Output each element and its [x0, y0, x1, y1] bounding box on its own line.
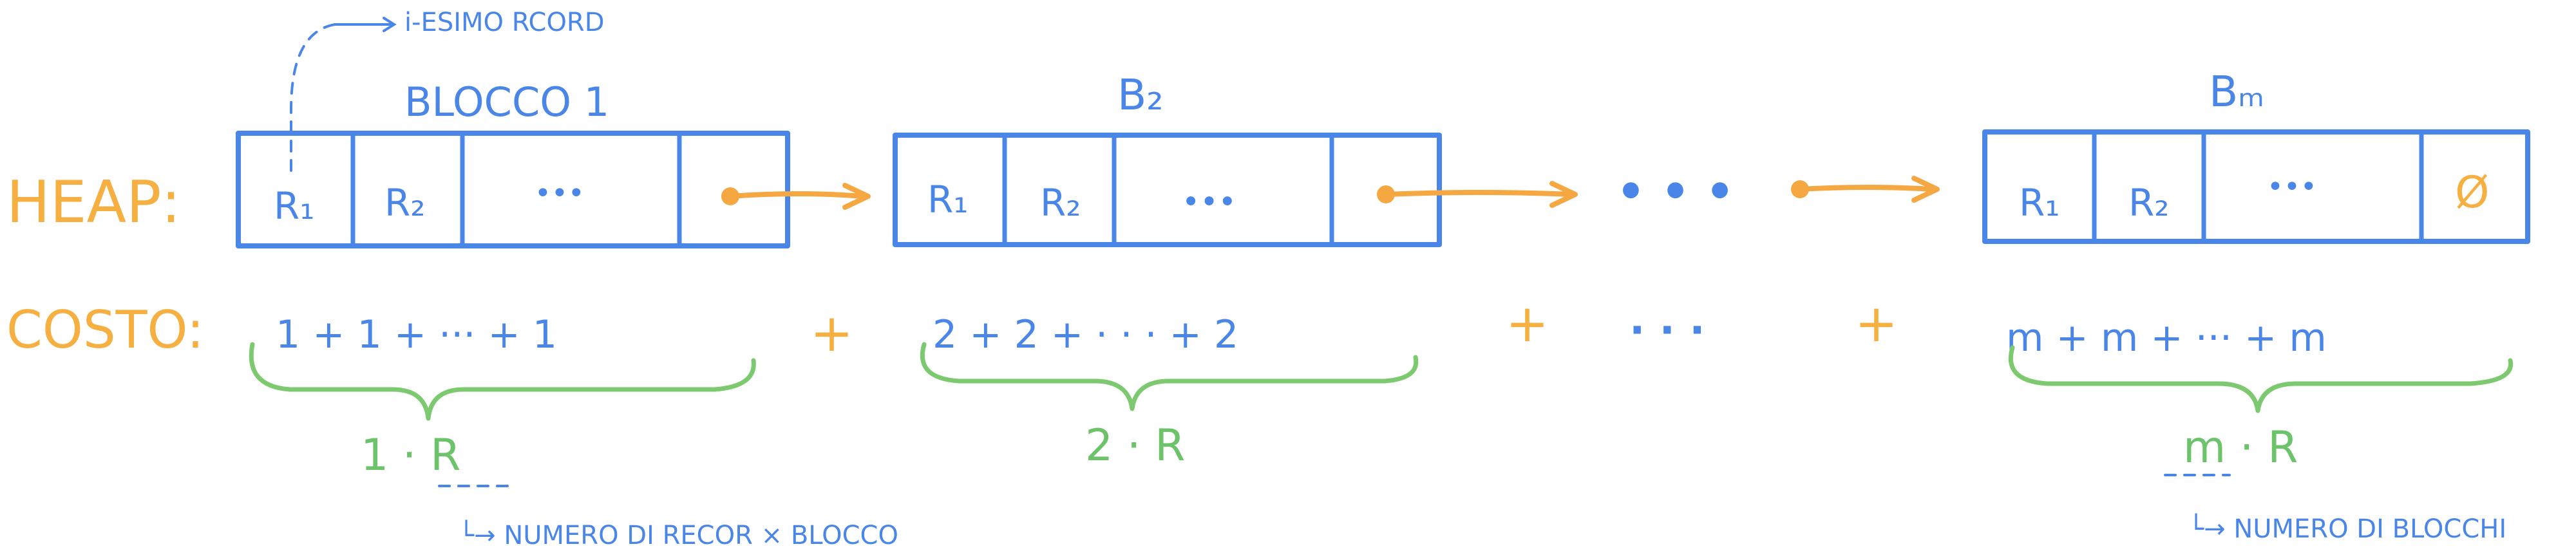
- record-pointer-arrow: [334, 17, 397, 32]
- block-2-cell-r1: R₁: [927, 178, 969, 221]
- block-1-title: BLOCCO 1: [404, 79, 609, 126]
- block-1-cell-r2: R₂: [384, 181, 426, 225]
- cost-group-2: 2 + 2 + · · · + 2: [933, 312, 1238, 357]
- note-number-of-blocks: └→ NUMERO DI BLOCCHI: [2188, 513, 2506, 544]
- blocks-ellipsis: • • •: [1616, 165, 1734, 218]
- block-m-title: Bₘ: [2209, 67, 2264, 117]
- block-m-cell-r2: R₂: [2128, 181, 2170, 225]
- brace-m: [2008, 345, 2514, 413]
- costo-label: COSTO:: [6, 300, 204, 360]
- block-1-frame: [236, 131, 790, 248]
- block-2-cell-r2: R₂: [1040, 181, 1081, 225]
- cost-group-1: 1 + 1 + ··· + 1: [276, 312, 557, 357]
- block-1-cell-r1: R₁: [274, 184, 315, 228]
- cost-group-m: m + m + ··· + m: [2006, 315, 2327, 360]
- block-1: BLOCCO 1 R₁ R₂ •••: [236, 79, 790, 248]
- block-m-cell-r1: R₁: [2019, 181, 2060, 225]
- block-m: Bₘ R₁ R₂ ••• Ø: [1982, 67, 2530, 244]
- cost-plus: +: [1506, 294, 1549, 353]
- block-m-null-symbol: Ø: [2455, 167, 2490, 218]
- cost-ellipsis: · · ·: [1629, 307, 1705, 355]
- block-2-title: B₂: [1117, 70, 1164, 120]
- pointer-arrow: [728, 191, 866, 199]
- heap-label: HEAP:: [6, 169, 181, 236]
- brace-1-label: 1 · R: [361, 430, 460, 481]
- brace-1: [249, 342, 756, 421]
- brace-m-label: m · R: [2183, 422, 2298, 473]
- pointer-arrow: [1383, 190, 1574, 197]
- block-2-frame: [893, 133, 1442, 247]
- block-1-cell-ellipsis: •••: [535, 177, 585, 210]
- block-2-cell-ellipsis: •••: [1182, 184, 1236, 220]
- record-note: i-ESIMO RCORD: [404, 8, 605, 37]
- cost-plus: +: [810, 303, 853, 363]
- note-records-per-block: └→ NUMERO DI RECOR × BLOCCO: [459, 519, 898, 550]
- pointer-arrowhead: [842, 183, 871, 210]
- brace-2: [920, 342, 1419, 411]
- pointer-arrowhead: [1911, 176, 1940, 203]
- pointer-arrow: [1797, 185, 1935, 192]
- pointer-arrowhead: [1549, 181, 1578, 208]
- cost-plus: +: [1855, 294, 1898, 353]
- block-2: B₂ R₁ R₂ •••: [893, 70, 1442, 247]
- brace-2-label: 2 · R: [1085, 420, 1185, 471]
- block-m-cell-ellipsis: •••: [2267, 171, 2317, 203]
- block-m-frame: [1982, 129, 2530, 244]
- record-pointer-dashed: [290, 23, 336, 172]
